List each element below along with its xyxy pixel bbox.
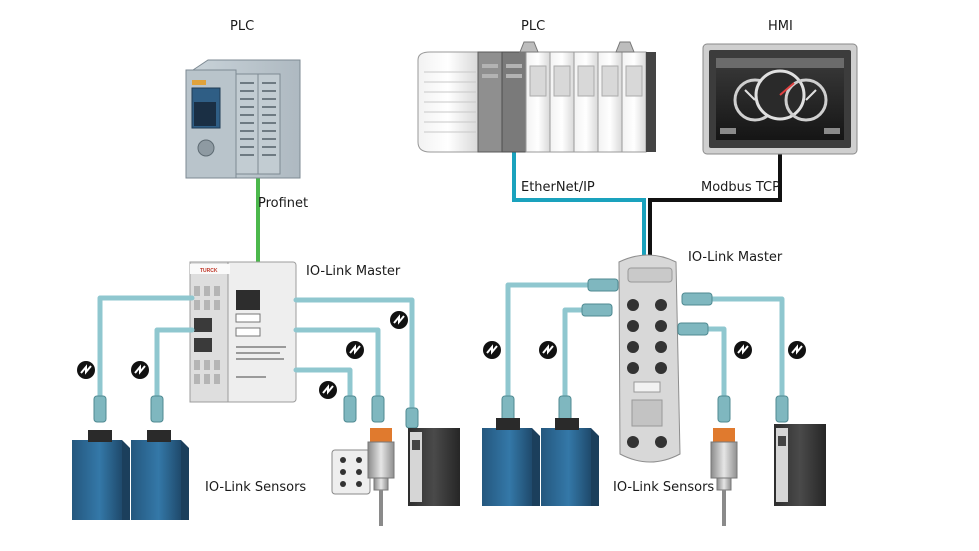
io-link-symbols — [77, 311, 806, 399]
cable-r2 — [562, 307, 599, 403]
cable-r1 — [505, 282, 605, 403]
pressure-sensor — [367, 428, 395, 526]
io-link-master-left-label: IO-Link Master — [306, 264, 401, 279]
modbus-tcp-link — [648, 150, 782, 258]
sensor-connectors — [93, 395, 789, 429]
photoelectric-sensor — [131, 430, 189, 520]
master-right-connectors — [581, 278, 713, 336]
io-link-sensors-right-label: IO-Link Sensors — [613, 480, 715, 495]
io-module-small — [331, 449, 371, 495]
photoelectric-sensor — [72, 430, 130, 520]
io-link-symbol-icon — [539, 341, 557, 359]
hmi-label: HMI — [768, 19, 793, 34]
sensors-left — [72, 428, 460, 526]
photoelectric-sensor — [541, 418, 599, 506]
ethernet-ip-link — [512, 150, 646, 258]
modbus-tcp-label: Modbus TCP — [701, 180, 780, 195]
io-link-symbol-icon — [319, 381, 337, 399]
io-link-master-left: TURCK — [189, 261, 297, 403]
cable-l3 — [293, 297, 415, 419]
cable-l4 — [293, 327, 381, 405]
cable-l1 — [97, 295, 195, 405]
cable-r4 — [693, 326, 727, 405]
io-link-symbol-icon — [390, 311, 408, 329]
sensors-right — [482, 418, 826, 526]
hmi-panel — [702, 43, 858, 155]
io-link-symbol-icon — [734, 341, 752, 359]
master-right-ports — [627, 299, 667, 448]
photoelectric-sensor — [482, 418, 540, 506]
io-link-master-right — [618, 254, 681, 463]
io-link-symbol-icon — [77, 361, 95, 379]
io-link-symbol-icon — [346, 341, 364, 359]
io-link-symbol-icon — [483, 341, 501, 359]
io-link-symbol-icon — [788, 341, 806, 359]
io-link-sensors-left-label: IO-Link Sensors — [205, 480, 307, 495]
cable-l2 — [154, 327, 195, 405]
cable-l5 — [293, 367, 353, 405]
plc-left-label: PLC — [230, 19, 255, 34]
profinet-label: Profinet — [258, 196, 309, 211]
plc-left — [185, 59, 301, 179]
cable-r3 — [697, 296, 785, 405]
inductive-sensor — [774, 424, 826, 506]
ethernet-ip-label: EtherNet/IP — [521, 180, 595, 195]
master-left-brand: TURCK — [200, 268, 218, 274]
pressure-sensor — [710, 428, 738, 526]
plc-right-label: PLC — [521, 19, 546, 34]
inductive-sensor — [408, 428, 460, 506]
io-link-symbol-icon — [131, 361, 149, 379]
io-link-master-right-label: IO-Link Master — [688, 250, 783, 265]
network-links — [256, 150, 782, 262]
plc-right — [417, 41, 656, 153]
